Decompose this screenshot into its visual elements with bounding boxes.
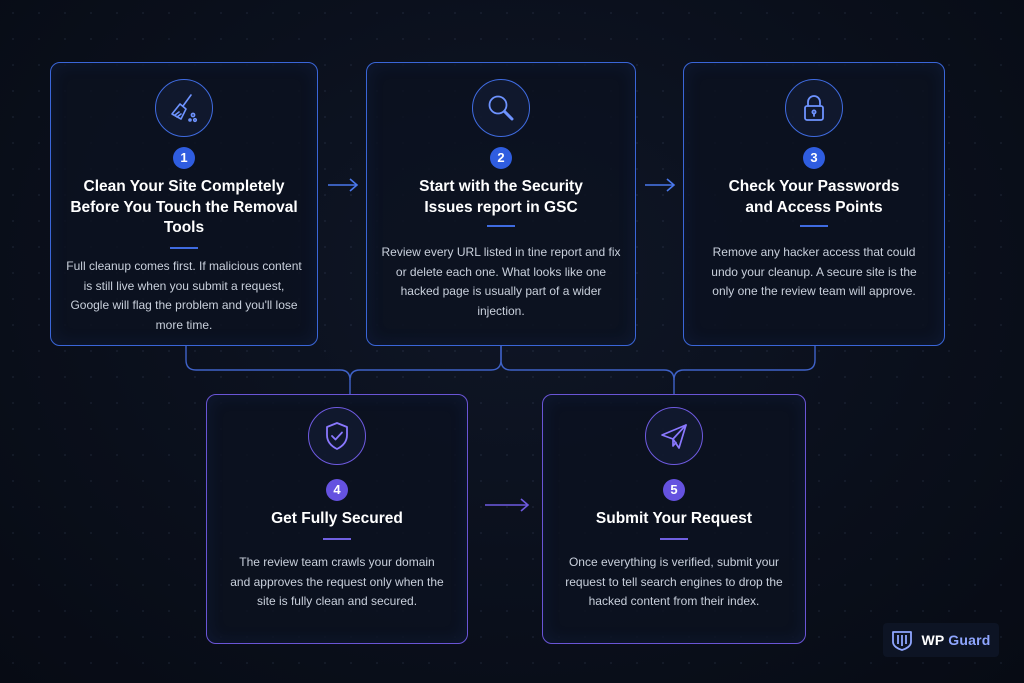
step-number-badge: 4 [326,479,348,501]
lock-icon [785,79,843,137]
step-title: Submit Your Request [595,510,753,527]
logo-accent: Guard [948,632,991,648]
step-number-badge: 1 [173,147,195,169]
step-description: The review team crawls your domain and a… [230,555,444,608]
logo-prefix: WP [921,632,945,648]
step-description: Once everything is verified, submit your… [565,555,783,608]
title-underline [800,225,828,227]
wp-guard-shield-icon [891,629,913,651]
bracket-connector [185,346,816,394]
title-underline [660,538,688,540]
step-card-2: 2 Start with the Security Issues report … [366,62,636,346]
step-card-1: 1 Clean Your Site Completely Before You … [50,62,318,346]
title-underline [170,247,198,249]
step-description: Full cleanup comes first. If malicious c… [66,259,302,332]
step-number-badge: 3 [803,147,825,169]
step-title: Check Your Passwords and Access Points [728,178,900,216]
step-title: Clean Your Site Completely Before You To… [70,178,298,236]
step-description: Review every URL listed in tine report a… [381,245,621,318]
step-number-badge: 2 [490,147,512,169]
magnifier-icon [472,79,530,137]
step-number-badge: 5 [663,479,685,501]
paper-plane-icon [645,407,703,465]
broom-icon [155,79,213,137]
wp-guard-logo: WP Guard [883,623,999,657]
arrow-2-to-3 [645,178,676,192]
step-card-4: 4 Get Fully Secured The review team craw… [206,394,468,644]
step-card-5: 5 Submit Your Request Once everything is… [542,394,806,644]
step-title: Start with the Security Issues report in… [419,178,583,216]
arrow-1-to-2 [328,178,359,192]
step-card-3: 3 Check Your Passwords and Access Points… [683,62,945,346]
title-underline [323,538,351,540]
step-description: Remove any hacker access that could undo… [711,245,917,298]
step-title: Get Fully Secured [271,510,403,527]
logo-wordmark: WP Guard [921,632,990,648]
arrow-4-to-5 [485,498,530,512]
title-underline [487,225,515,227]
shield-check-icon [308,407,366,465]
